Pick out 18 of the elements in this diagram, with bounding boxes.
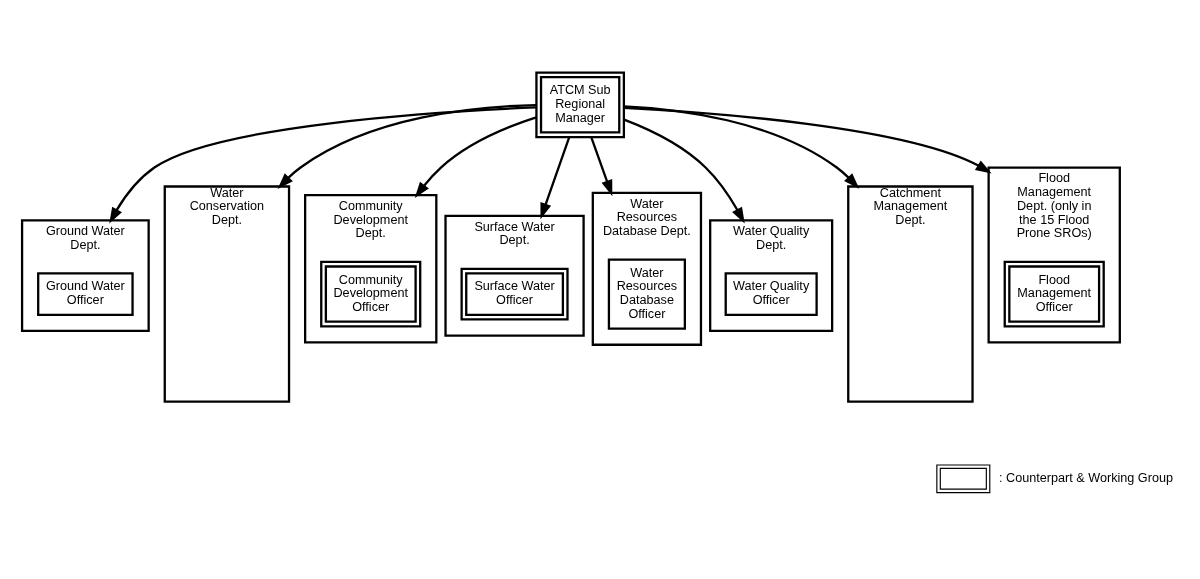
node-box: Ground Water Officer (37, 272, 134, 316)
arrow (623, 118, 745, 224)
arrow (414, 116, 537, 198)
arrow (540, 136, 571, 220)
node-box: Catchment Management Dept. (847, 185, 974, 403)
arrow (590, 136, 613, 197)
arrow (623, 106, 992, 174)
arrow (277, 104, 537, 189)
node-box: ATCM Sub Regional Manager (535, 71, 626, 139)
node-box: Flood Management Officer (1003, 260, 1105, 328)
node-box: Water Resources Database Officer (607, 258, 686, 330)
node-box: Water Quality Officer (724, 272, 818, 316)
node-box: Water Conservation Dept. (163, 185, 291, 403)
arrow (109, 106, 537, 224)
legend-label: : Counterpart & Working Group (998, 471, 1173, 485)
arrow (623, 105, 860, 189)
node-box: Surface Water Officer (460, 267, 569, 321)
node-box: Community Development Officer (320, 260, 422, 328)
